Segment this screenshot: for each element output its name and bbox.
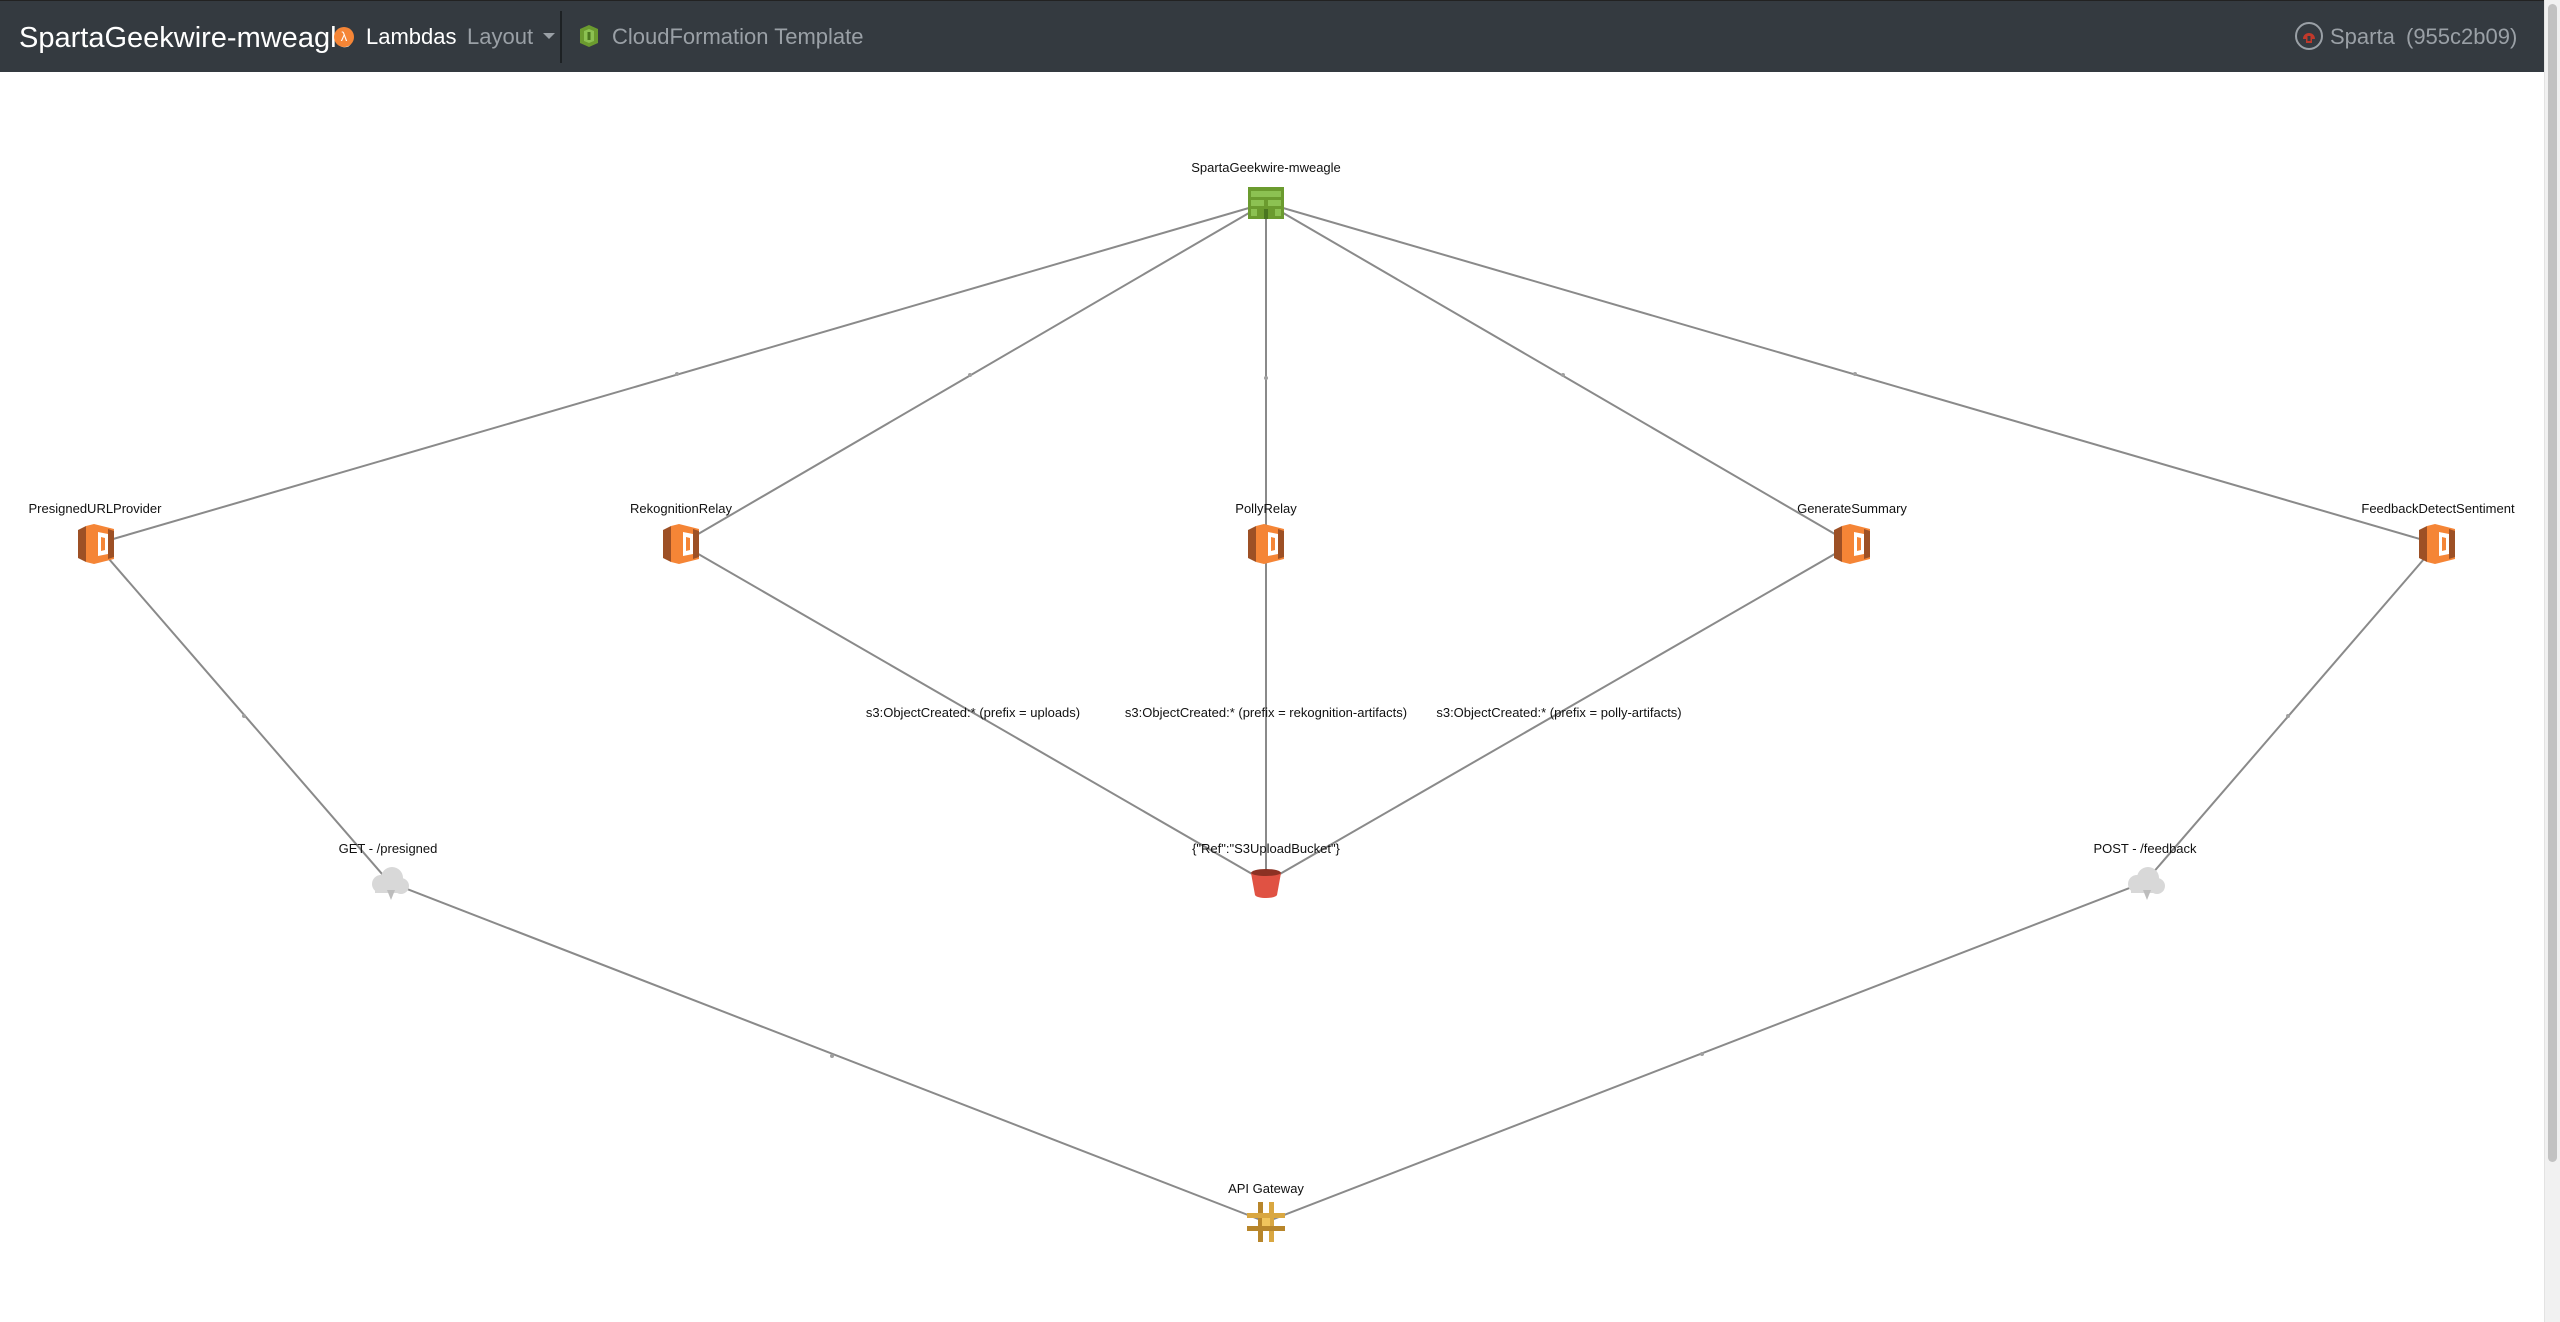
cloudformation-icon xyxy=(580,25,598,48)
lambda-function-icon xyxy=(1833,524,1871,564)
node-post-feedback[interactable]: POST - /feedback xyxy=(2093,841,2197,900)
node-feedback-detect-sentiment[interactable]: FeedbackDetectSentiment xyxy=(2361,501,2515,564)
node-label: POST - /feedback xyxy=(2093,841,2197,856)
lambda-function-icon xyxy=(77,524,115,564)
edge-summary-bucket xyxy=(1265,543,1853,883)
api-resource-icon xyxy=(2128,867,2165,900)
graph-edges xyxy=(95,202,2438,1223)
vertical-scrollbar-thumb[interactable] xyxy=(2548,4,2557,1162)
node-label: PollyRelay xyxy=(1235,501,1297,516)
nav-cloudformation-template[interactable]: CloudFormation Template xyxy=(578,21,864,53)
edge-stack-summary xyxy=(1265,202,1853,545)
node-label: PresignedURLProvider xyxy=(29,501,163,516)
nav-lambdas-label: Lambdas xyxy=(366,24,457,49)
edge-post-apigateway xyxy=(1265,881,2146,1223)
node-api-gateway[interactable]: API Gateway xyxy=(1228,1181,1304,1242)
api-gateway-icon xyxy=(1247,1202,1285,1242)
service-graph: s3:ObjectCreated:* (prefix = uploads) s3… xyxy=(29,160,2515,1242)
nav-divider xyxy=(560,11,562,63)
node-polly-relay[interactable]: PollyRelay xyxy=(1235,501,1297,564)
s3-bucket-icon xyxy=(1251,869,1281,898)
edge-feedback-post xyxy=(2144,543,2438,883)
node-label: GenerateSummary xyxy=(1797,501,1907,516)
edge-presigned-get xyxy=(95,543,390,883)
lambda-function-icon xyxy=(1247,524,1285,564)
top-navbar: SpartaGeekwire-mweagle λ Lambdas Layout C… xyxy=(0,0,2544,72)
node-presigned-url-provider[interactable]: PresignedURLProvider xyxy=(29,501,163,564)
lambda-function-icon xyxy=(662,524,700,564)
node-label: API Gateway xyxy=(1228,1181,1304,1196)
node-label: RekognitionRelay xyxy=(630,501,732,516)
node-label: {"Ref":"S3UploadBucket"} xyxy=(1192,841,1340,856)
node-s3-upload-bucket[interactable]: {"Ref":"S3UploadBucket"} xyxy=(1192,841,1341,898)
edge-stack-feedback xyxy=(1265,202,2438,545)
node-label: FeedbackDetectSentiment xyxy=(2361,501,2515,516)
chevron-down-icon xyxy=(543,33,556,40)
nav-sparta[interactable]: Sparta xyxy=(2294,21,2395,53)
node-label: GET - /presigned xyxy=(339,841,438,856)
nav-cfn-label: CloudFormation Template xyxy=(612,24,864,49)
node-get-presigned[interactable]: GET - /presigned xyxy=(339,841,438,900)
edge-label-rekognition-artifacts: s3:ObjectCreated:* (prefix = rekognition… xyxy=(1125,705,1407,720)
commit-hash: (955c2b09) xyxy=(2406,24,2518,49)
lambda-icon: λ xyxy=(334,26,354,47)
lambda-function-icon xyxy=(2418,524,2456,564)
edge-midpoint-markers xyxy=(242,372,2290,1058)
edge-stack-rekognition xyxy=(680,202,1267,545)
nav-layout-dropdown[interactable]: Layout xyxy=(467,21,556,53)
node-rekognition-relay[interactable]: RekognitionRelay xyxy=(630,501,732,564)
node-label: SpartaGeekwire-mweagle xyxy=(1191,160,1341,175)
edge-get-apigateway xyxy=(388,881,1267,1223)
nav-lambdas[interactable]: λ Lambdas xyxy=(334,21,457,53)
nav-sparta-label: Sparta xyxy=(2330,24,2395,49)
api-resource-icon xyxy=(372,867,409,900)
node-generate-summary[interactable]: GenerateSummary xyxy=(1797,501,1907,564)
edge-labels: s3:ObjectCreated:* (prefix = uploads) s3… xyxy=(866,705,1682,720)
sparta-helmet-icon xyxy=(2295,22,2323,51)
app-brand[interactable]: SpartaGeekwire-mweagle xyxy=(19,22,353,54)
edge-rekognition-bucket xyxy=(680,543,1267,883)
edge-label-polly-artifacts: s3:ObjectCreated:* (prefix = polly-artif… xyxy=(1436,705,1681,720)
edge-stack-presigned xyxy=(95,202,1267,545)
nav-layout-label: Layout xyxy=(467,24,534,49)
cloudformation-stack-icon xyxy=(1248,187,1284,219)
edge-label-uploads: s3:ObjectCreated:* (prefix = uploads) xyxy=(866,705,1080,720)
node-stack[interactable]: SpartaGeekwire-mweagle xyxy=(1191,160,1341,219)
